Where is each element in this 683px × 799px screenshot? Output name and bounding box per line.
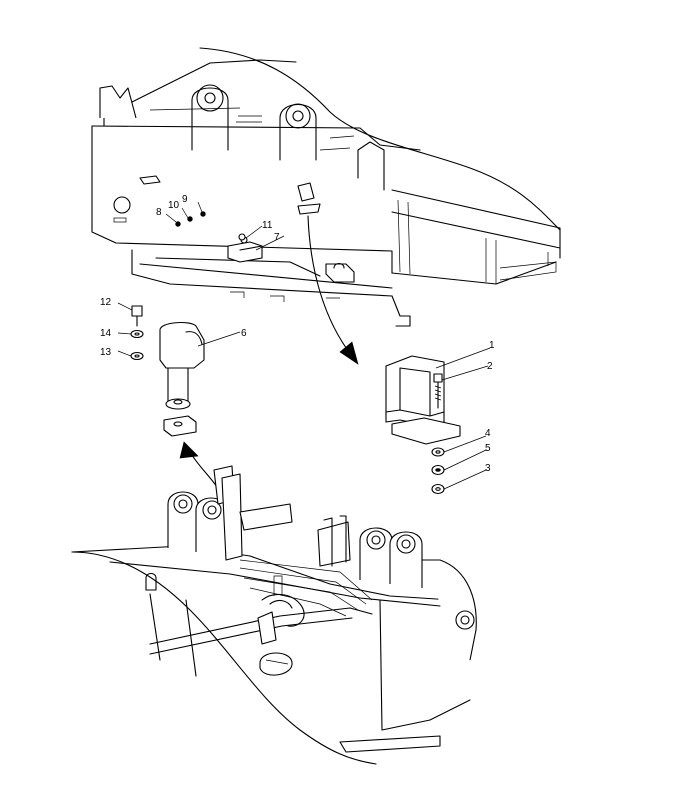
callout-6: 6 [241,328,247,339]
callout-1: 1 [489,340,495,351]
callout-3: 3 [485,463,491,474]
arrow-to-stop-block [179,441,223,495]
callout-14: 14 [100,328,112,339]
callout-10: 10 [168,200,180,211]
callout-9: 9 [182,194,188,205]
callout-labels: 1 2 4 5 3 6 7 11 8 10 9 12 14 [100,194,495,490]
callout-11: 11 [262,220,273,231]
bracket-part-group [385,355,461,495]
arrow-to-bracket [307,215,359,365]
stop-block-part-group [130,305,205,437]
lower-frame-assembly [71,465,477,765]
callout-8: 8 [156,207,162,218]
callout-2: 2 [487,361,493,372]
callout-13: 13 [100,347,112,358]
callout-4: 4 [485,428,491,439]
upper-frame-assembly [91,47,561,327]
callout-7: 7 [274,232,280,243]
callout-12: 12 [100,297,112,308]
callout-5: 5 [485,443,491,454]
